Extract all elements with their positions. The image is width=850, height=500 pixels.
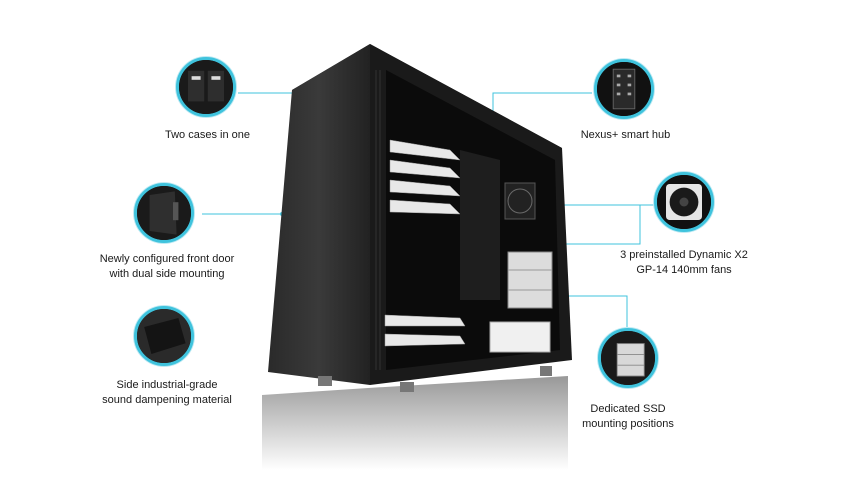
- drive-trays-lower: [384, 314, 466, 347]
- thumb-sound-dampening: [134, 306, 194, 366]
- thumb-fans: [654, 172, 714, 232]
- label-fans: 3 preinstalled Dynamic X2 GP-14 140mm fa…: [620, 249, 748, 276]
- case-feet: [318, 366, 552, 392]
- psu-area: [489, 321, 551, 353]
- drive-trays-upper: [389, 139, 461, 215]
- case-front-panel: [268, 44, 370, 385]
- motherboard-tray: [460, 150, 500, 300]
- label-ssd: Dedicated SSD mounting positions: [582, 403, 674, 430]
- case-reflection: [262, 376, 568, 470]
- label-nexus-hub: Nexus+ smart hub: [580, 129, 671, 141]
- thumb-two-cases: [176, 57, 236, 117]
- label-two-cases: Two cases in one: [165, 129, 250, 141]
- rear-fan: [504, 182, 536, 220]
- thumb-ssd: [598, 328, 658, 388]
- thumb-front-door: [134, 183, 194, 243]
- label-front-door: Newly configured front door with dual si…: [99, 253, 235, 280]
- case-vent-strip: [375, 70, 381, 370]
- label-sound-dampening: Side industrial-grade sound dampening ma…: [102, 379, 232, 406]
- ssd-bracket: [507, 251, 553, 309]
- connector-ssd: [548, 295, 628, 327]
- thumb-nexus-hub: [594, 59, 654, 119]
